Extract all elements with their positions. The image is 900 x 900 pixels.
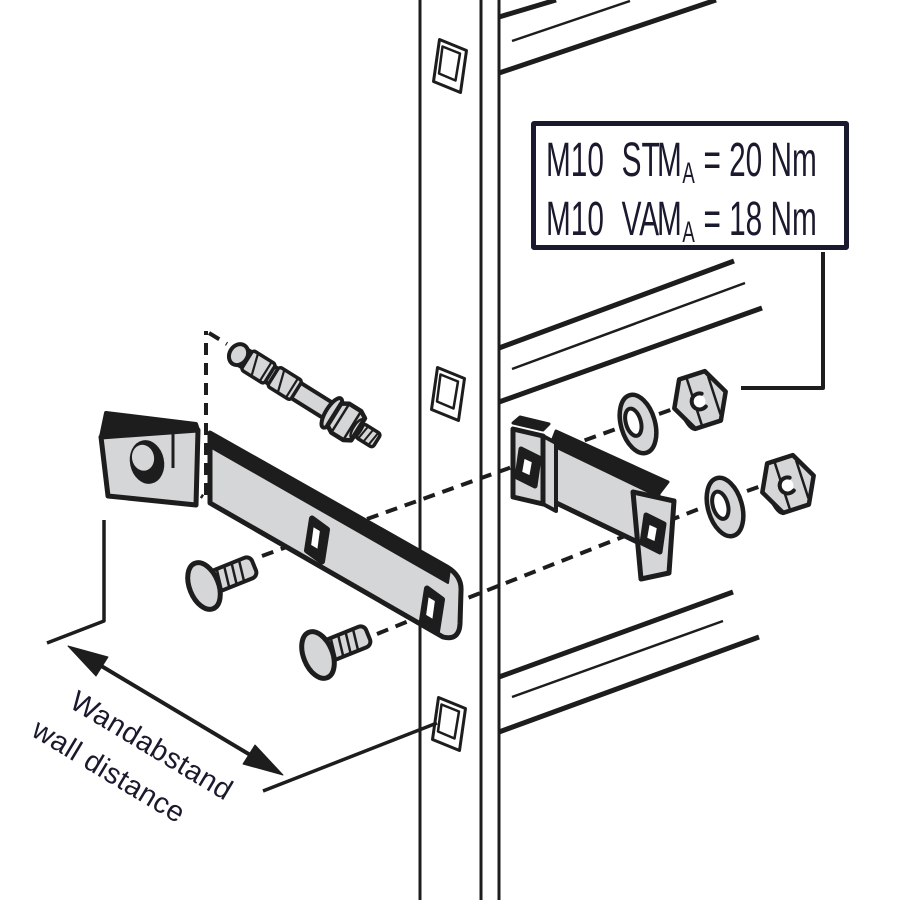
hex-nut-1 xyxy=(672,368,728,432)
dimension-line xyxy=(76,650,274,770)
anchor-nut xyxy=(325,401,368,443)
hex-nut-2 xyxy=(760,452,816,516)
wall-rail xyxy=(418,0,501,900)
spacer-bar xyxy=(207,430,464,641)
torque-symbol-subscript: A xyxy=(682,216,695,249)
washer-1 xyxy=(617,392,659,456)
torque-value: = 20 Nm xyxy=(703,134,817,187)
dimension-extension-rail xyxy=(262,721,438,793)
spacer-bar-hole-1 xyxy=(304,515,330,565)
spacer-bar-hole-2 xyxy=(419,585,445,635)
rail-slot-middle xyxy=(430,366,466,422)
carriage-bolt-head xyxy=(185,560,223,612)
dimension-arrow xyxy=(46,520,438,793)
dimension-extension-wall xyxy=(46,520,106,645)
carriage-bolt-1 xyxy=(185,555,259,612)
bolt-size: M10 xyxy=(546,193,604,246)
bolt-size: M10 xyxy=(546,134,604,187)
torque-spec-row-steel: M10 ST M A = 20 Nm xyxy=(546,134,844,193)
arrowhead-down-right-icon xyxy=(242,744,284,776)
torque-value: = 18 Nm xyxy=(703,193,817,246)
arrowhead-up-left-icon xyxy=(67,645,109,677)
spacer-bar-body xyxy=(207,430,464,641)
hook-bracket-flange-top xyxy=(511,415,551,432)
torque-symbol-subscript: A xyxy=(682,157,695,190)
spacer-bar-top-edge xyxy=(209,432,451,584)
torque-symbol: M xyxy=(656,134,682,187)
rail-slot-bottom xyxy=(431,696,467,752)
material-code: VA xyxy=(621,193,660,246)
carriage-bolt-head xyxy=(299,629,337,681)
shelf-edge-lines-bottom xyxy=(498,589,760,735)
washer-2 xyxy=(704,475,746,539)
spec-leader-line xyxy=(741,252,825,390)
torque-symbol: M xyxy=(656,193,682,246)
wall-bracket xyxy=(98,411,201,508)
shelf-edge-lines-top xyxy=(498,0,717,76)
shelf-edge-lines-middle xyxy=(498,258,763,405)
rail-slot-top xyxy=(432,38,468,94)
hook-bracket-hole-1 xyxy=(514,446,542,489)
hook-bracket xyxy=(510,415,677,582)
torque-spec-box: M10 ST M A = 20 Nm M10 VA M A = 18 Nm xyxy=(531,121,849,250)
anchor-bolt xyxy=(226,342,382,449)
anchor-tip-cap xyxy=(226,342,251,368)
hook-bracket-hole-2 xyxy=(639,512,667,555)
material-code: ST xyxy=(621,134,660,187)
torque-spec-row-stainless: M10 VA M A = 18 Nm xyxy=(546,193,844,249)
wall-bracket-hole xyxy=(129,440,165,484)
carriage-bolt-2 xyxy=(299,624,373,681)
